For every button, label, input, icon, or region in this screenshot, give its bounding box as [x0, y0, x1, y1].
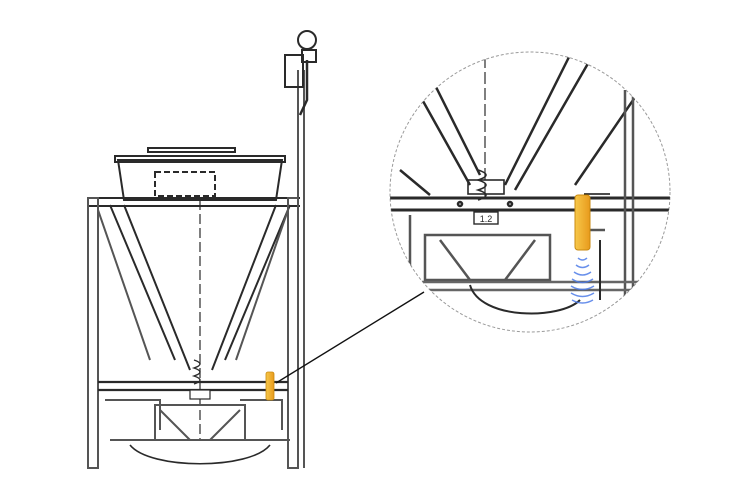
- right-post: [287, 197, 299, 469]
- level-sensor-magnified: [574, 194, 591, 251]
- magnified-detail: 1.2: [389, 51, 671, 333]
- left-post: [87, 197, 99, 469]
- hopper-cone: [109, 204, 291, 371]
- vertical-pipe: [297, 70, 305, 468]
- hatch: [154, 171, 216, 197]
- valve-wheel: [297, 30, 317, 50]
- level-sensor-small: [265, 371, 275, 401]
- magnified-auger: [475, 169, 487, 201]
- hopper-assembly: [87, 30, 317, 469]
- callout-leader-line: [275, 291, 425, 384]
- ultrasonic-signal-icon: [570, 257, 595, 304]
- valve-body: [284, 54, 304, 88]
- auger-tag-box-main: [189, 389, 211, 400]
- hopper-lid: [114, 147, 286, 201]
- auger-tag-label: 1.2: [480, 214, 493, 224]
- auger: [191, 359, 201, 385]
- base-beam: [98, 380, 288, 392]
- auger-tag-box: [473, 211, 499, 225]
- frame-top: [88, 197, 300, 207]
